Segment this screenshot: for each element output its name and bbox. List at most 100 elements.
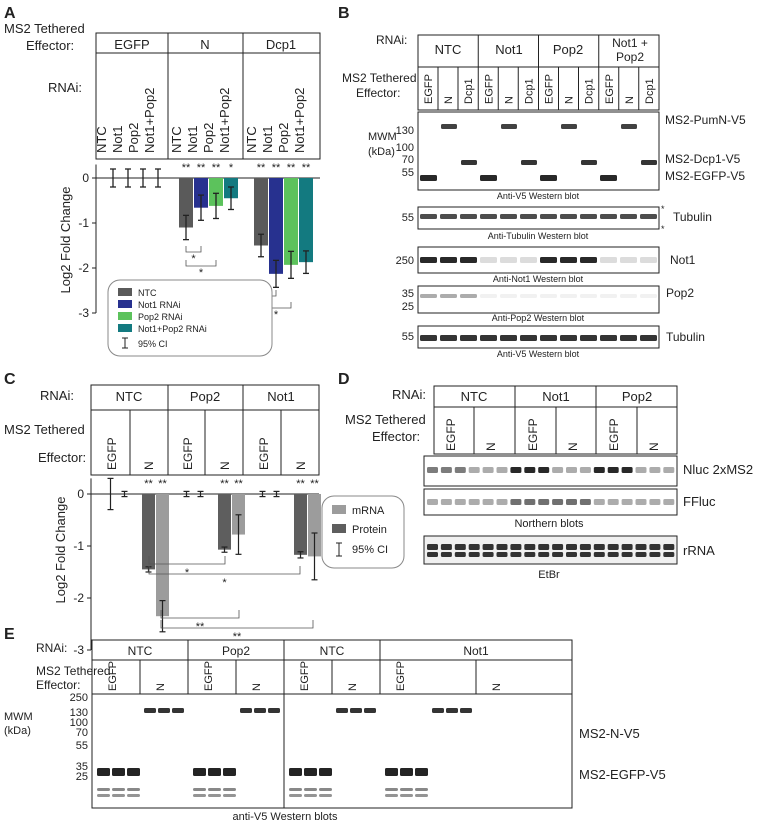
c-sig-star: * xyxy=(185,567,190,579)
a-sig-bracket xyxy=(185,246,202,253)
panel-c-effector-label-1: MS2 Tethered xyxy=(4,422,85,437)
band-tubulin-2 xyxy=(600,335,617,341)
d-caption-etbr: EtBr xyxy=(538,569,560,581)
band-nluc xyxy=(454,467,466,473)
band-tubulin-2 xyxy=(460,335,477,341)
band-egfp-e xyxy=(385,768,398,776)
e-group-label: Not1 xyxy=(463,644,489,658)
band-lower-e xyxy=(400,794,413,797)
band-pop2 xyxy=(440,294,457,298)
a-rnai-header-0-2: Pop2 xyxy=(126,123,141,153)
panel-c: C RNAi: MS2 Tethered Effector: NTC Pop2 … xyxy=(4,371,405,657)
panel-e-letter: E xyxy=(4,626,15,643)
band-lower-e xyxy=(415,794,428,797)
b-label-tubulin-2: Tubulin xyxy=(666,330,705,344)
band-ffluc xyxy=(427,499,438,505)
band-nluc xyxy=(663,467,675,473)
a-legend-label: Not1 RNAi xyxy=(138,300,181,310)
panel-b-kda: (kDa) xyxy=(368,146,395,158)
panel-b-group-ntc: NTC xyxy=(435,42,462,57)
band-nluc xyxy=(579,467,591,473)
band-ffluc xyxy=(454,499,466,505)
e-group-label: NTC xyxy=(128,644,153,658)
d-lane-label: EGFP xyxy=(444,418,458,451)
band-lower-e xyxy=(127,788,140,791)
band-egfp-e xyxy=(193,768,206,776)
panel-b-letter: B xyxy=(338,5,350,22)
band-rrna-upper xyxy=(566,544,577,550)
e-lane-label: EGFP xyxy=(107,661,119,691)
band-rrna-lower xyxy=(663,552,675,557)
band-egfp-e xyxy=(415,768,428,776)
c-legend-label: mRNA xyxy=(352,505,385,517)
band-pop2 xyxy=(640,294,657,298)
panel-b-group-not1pop2-2: Pop2 xyxy=(616,50,644,64)
band-pumn xyxy=(501,124,517,129)
band-lower-e xyxy=(319,788,332,791)
band-nluc xyxy=(621,467,633,473)
band-rrna-upper xyxy=(663,544,675,550)
a-rnai-header-0-3: Not1+Pop2 xyxy=(142,88,157,153)
band-pop2 xyxy=(600,294,617,298)
b-lane-label: N xyxy=(443,96,455,104)
band-lower-e xyxy=(385,788,398,791)
b-label-egfp: MS2-EGFP-V5 xyxy=(665,169,745,183)
panel-a-effector-label-2: Effector: xyxy=(26,38,74,53)
b-lane-label: EGFP xyxy=(483,74,495,104)
band-pop2 xyxy=(460,294,477,298)
a-legend-swatch xyxy=(118,300,132,308)
c-lane-label: EGFP xyxy=(181,437,195,470)
band-pop2 xyxy=(520,294,537,298)
blot-northern-nluc xyxy=(423,455,678,487)
panel-e-effector-label-1: MS2 Tethered xyxy=(36,664,111,678)
b-label-dcp1: MS2-Dcp1-V5 xyxy=(665,152,741,166)
gel-etbr xyxy=(423,535,678,565)
band-pumn xyxy=(441,124,457,129)
band-egfp-e xyxy=(289,768,302,776)
a-rnai-header-1-2: Pop2 xyxy=(201,123,216,153)
a-bar-not1-pop2-rnai-dcp1 xyxy=(299,178,313,263)
panel-e-effector-label-2: Effector: xyxy=(36,678,80,692)
band-lower-e xyxy=(385,794,398,797)
a-legend-swatch xyxy=(118,312,132,320)
band-rrna-upper xyxy=(454,544,466,550)
a-sig-star: * xyxy=(274,309,279,321)
c-ytick-label: -3 xyxy=(73,643,84,657)
c-star: ** xyxy=(234,478,243,490)
a-bar-not1-rnai-dcp1 xyxy=(269,178,283,274)
a-star-n: * xyxy=(229,162,234,174)
b-lane-label: EGFP xyxy=(604,74,616,104)
band-tubulin xyxy=(560,214,577,219)
band-lower-e xyxy=(97,788,110,791)
d-group-pop2: Pop2 xyxy=(622,389,652,404)
band-nluc xyxy=(593,467,605,473)
c-group-not1: Not1 xyxy=(267,389,294,404)
b-label-pumn: MS2-PumN-V5 xyxy=(665,113,746,127)
band-tubulin-2 xyxy=(540,335,557,341)
band-dcp1 xyxy=(641,160,657,165)
c-lane-label: EGFP xyxy=(105,437,119,470)
band-egfp-e xyxy=(304,768,317,776)
a-ytick-label: 0 xyxy=(82,171,89,185)
band-not1 xyxy=(620,257,637,263)
a-star-dcp1: ** xyxy=(272,162,281,174)
band-rrna-lower xyxy=(468,552,480,557)
band-ffluc xyxy=(566,499,577,505)
a-bar-pop2-rnai-n xyxy=(209,178,223,206)
band-egfp-e xyxy=(223,768,236,776)
e-tick-label: 130 xyxy=(70,707,88,719)
panel-c-effector-label-2: Effector: xyxy=(38,450,86,465)
panel-b-effector-label-2: Effector: xyxy=(356,86,400,100)
band-rrna-lower xyxy=(524,552,536,557)
band-nluc xyxy=(649,467,661,473)
band-lower-e xyxy=(289,788,302,791)
e-label-egfp: MS2-EGFP-V5 xyxy=(579,767,666,782)
band-lower-e xyxy=(193,788,206,791)
e-kda: (kDa) xyxy=(4,725,31,737)
d-lane-label: EGFP xyxy=(607,418,621,451)
band-lower-e xyxy=(223,794,236,797)
e-group-label: Pop2 xyxy=(222,644,250,658)
blot-anti-tubulin xyxy=(417,206,660,230)
a-star-n: ** xyxy=(212,162,221,174)
band-n-e xyxy=(446,708,458,713)
